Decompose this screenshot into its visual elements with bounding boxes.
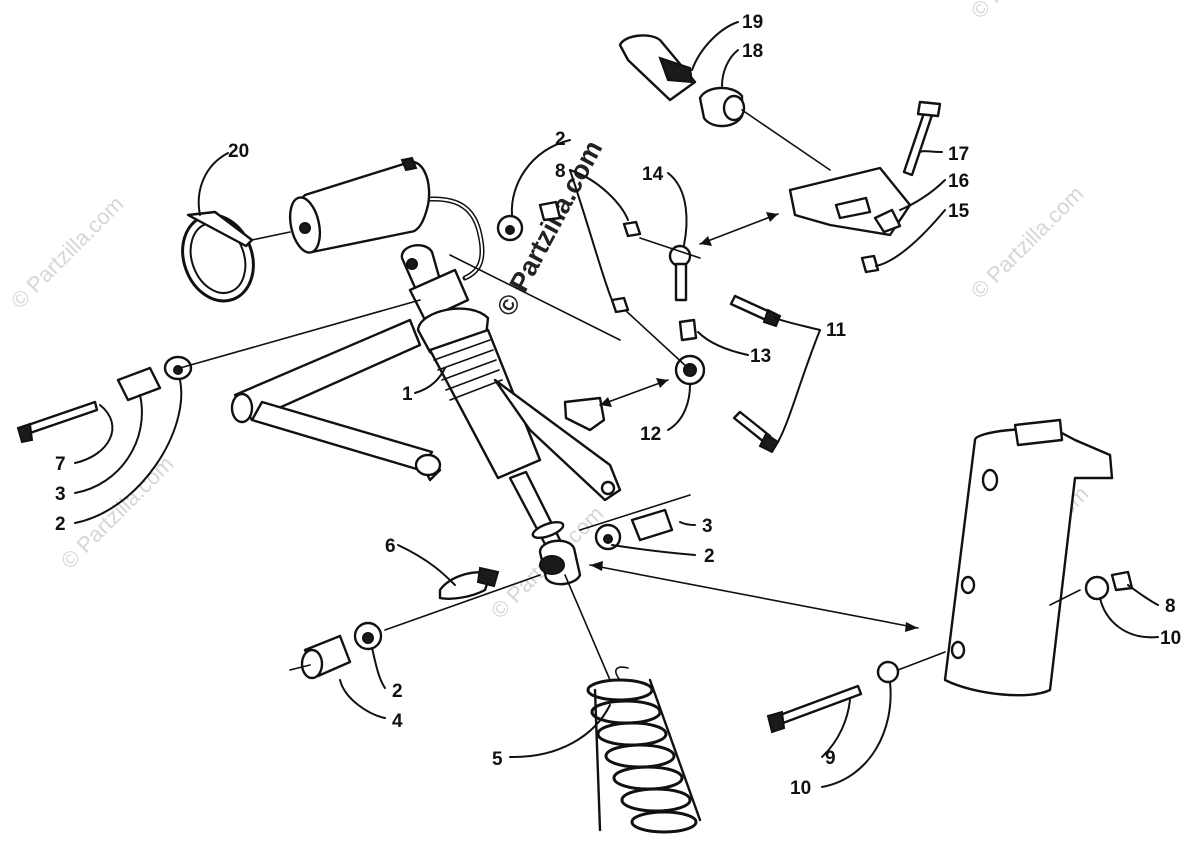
- callout-10: 10: [790, 778, 811, 799]
- leader-lines: [179, 109, 1081, 681]
- callout-10: 10: [1160, 628, 1181, 649]
- watermark-tile: © Partzilla.com: [966, 0, 1089, 24]
- callout-2: 2: [55, 514, 66, 535]
- callout-11: 11: [826, 320, 847, 341]
- callout-5: 5: [492, 749, 503, 770]
- callout-18: 18: [742, 41, 763, 62]
- callout-20: 20: [228, 141, 249, 162]
- shock-lower-eye: [538, 539, 582, 586]
- callout-2: 2: [555, 129, 566, 150]
- callout-2: 2: [392, 681, 403, 702]
- callout-3: 3: [702, 516, 713, 537]
- callout-labels: 1 2 2 2 2 3 3 4 5 6 7 8 8 9 10 10 11 12 …: [55, 12, 1181, 799]
- callout-9: 9: [825, 748, 836, 769]
- callout-4: 4: [392, 711, 403, 732]
- frame-spindle-tube: [943, 418, 1114, 697]
- callout-8: 8: [1165, 596, 1176, 617]
- hardware-parts: [16, 34, 1134, 734]
- callout-8: 8: [555, 161, 566, 182]
- callout-3: 3: [55, 484, 66, 505]
- callout-16: 16: [948, 171, 969, 192]
- coil-spring: [586, 666, 702, 834]
- watermark-tile: © Partzilla.com: [56, 451, 179, 574]
- callout-6: 6: [385, 536, 396, 557]
- callout-7: 7: [55, 454, 66, 475]
- callout-19: 19: [742, 12, 763, 33]
- shock-absorber: [400, 244, 565, 548]
- callout-14: 14: [642, 164, 664, 185]
- watermark-tile: © Partzilla.com: [966, 181, 1089, 304]
- callout-12: 12: [640, 424, 661, 445]
- callout-leaders: [74, 21, 1159, 788]
- callout-1: 1: [402, 384, 413, 405]
- a-arm-frame: [230, 318, 622, 502]
- canister-reservoir: [288, 156, 485, 281]
- hose-clamp: [181, 210, 291, 303]
- callout-13: 13: [750, 346, 771, 367]
- callout-2: 2: [704, 546, 715, 567]
- callout-15: 15: [948, 201, 970, 222]
- watermark-tile: © Partzilla.com: [6, 191, 129, 314]
- callout-17: 17: [948, 144, 969, 165]
